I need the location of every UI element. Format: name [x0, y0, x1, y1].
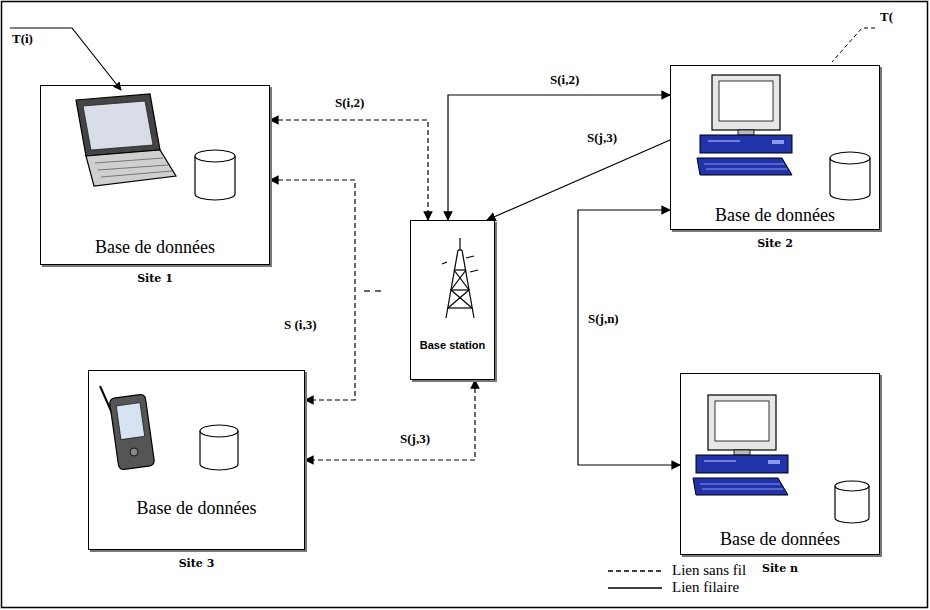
wired-link [448, 95, 670, 220]
link-label: S(i,2) [333, 96, 366, 111]
wired-link [578, 210, 680, 465]
database-caption: Base de données [720, 529, 840, 550]
site-name: Site n [762, 562, 798, 575]
link-label: S (i,3) [282, 318, 319, 333]
leader-line [832, 28, 875, 62]
dash-mark [364, 290, 381, 291]
link-label: S(j,n) [586, 312, 621, 327]
database-cylinder [195, 150, 235, 200]
wireless-link [305, 380, 475, 460]
site-box: Base de donnéesSite 1 [40, 85, 270, 265]
site-name: Site 2 [757, 237, 793, 250]
site-box: Base de donnéesSite 3 [88, 370, 305, 550]
legend-entry: Lien sans fil [606, 562, 746, 579]
legend-line-sample [606, 583, 664, 593]
laptop-icon [76, 94, 176, 186]
desktop-computer-icon [693, 395, 788, 495]
site-name: Site 3 [179, 557, 215, 570]
legend-line-sample [606, 566, 664, 576]
leader-arrow [10, 28, 121, 90]
legend-text: Lien filaire [672, 579, 739, 596]
database-caption: Base de données [137, 498, 257, 519]
antenna-tower-icon [442, 238, 478, 318]
wired-link [487, 140, 670, 220]
link-label: S(j,3) [398, 432, 432, 447]
legend-line [608, 587, 662, 588]
legend-entry: Lien filaire [606, 579, 746, 596]
desktop-computer-icon [697, 75, 792, 175]
wireless-link [270, 120, 428, 220]
link-label: S(j,3) [585, 131, 619, 146]
legend-text: Lien sans fil [672, 562, 746, 579]
base-station-box: Base station [410, 220, 495, 380]
database-caption: Base de données [715, 205, 835, 226]
database-cylinder [835, 481, 869, 523]
transaction-label: T( [878, 10, 895, 25]
station-name: Base station [420, 339, 485, 351]
link-label: S(i,2) [548, 73, 581, 88]
database-caption: Base de données [95, 237, 215, 258]
site-box: Base de donnéesSite 2 [670, 65, 880, 230]
transaction-label: T(i) [10, 32, 35, 47]
pda-icon [100, 386, 155, 470]
site-name: Site 1 [137, 272, 173, 285]
database-cylinder [830, 152, 870, 200]
wireless-link [270, 180, 355, 400]
legend-line [608, 570, 662, 571]
database-cylinder [200, 425, 238, 470]
site-box: Base de donnéesSite n [680, 373, 880, 555]
